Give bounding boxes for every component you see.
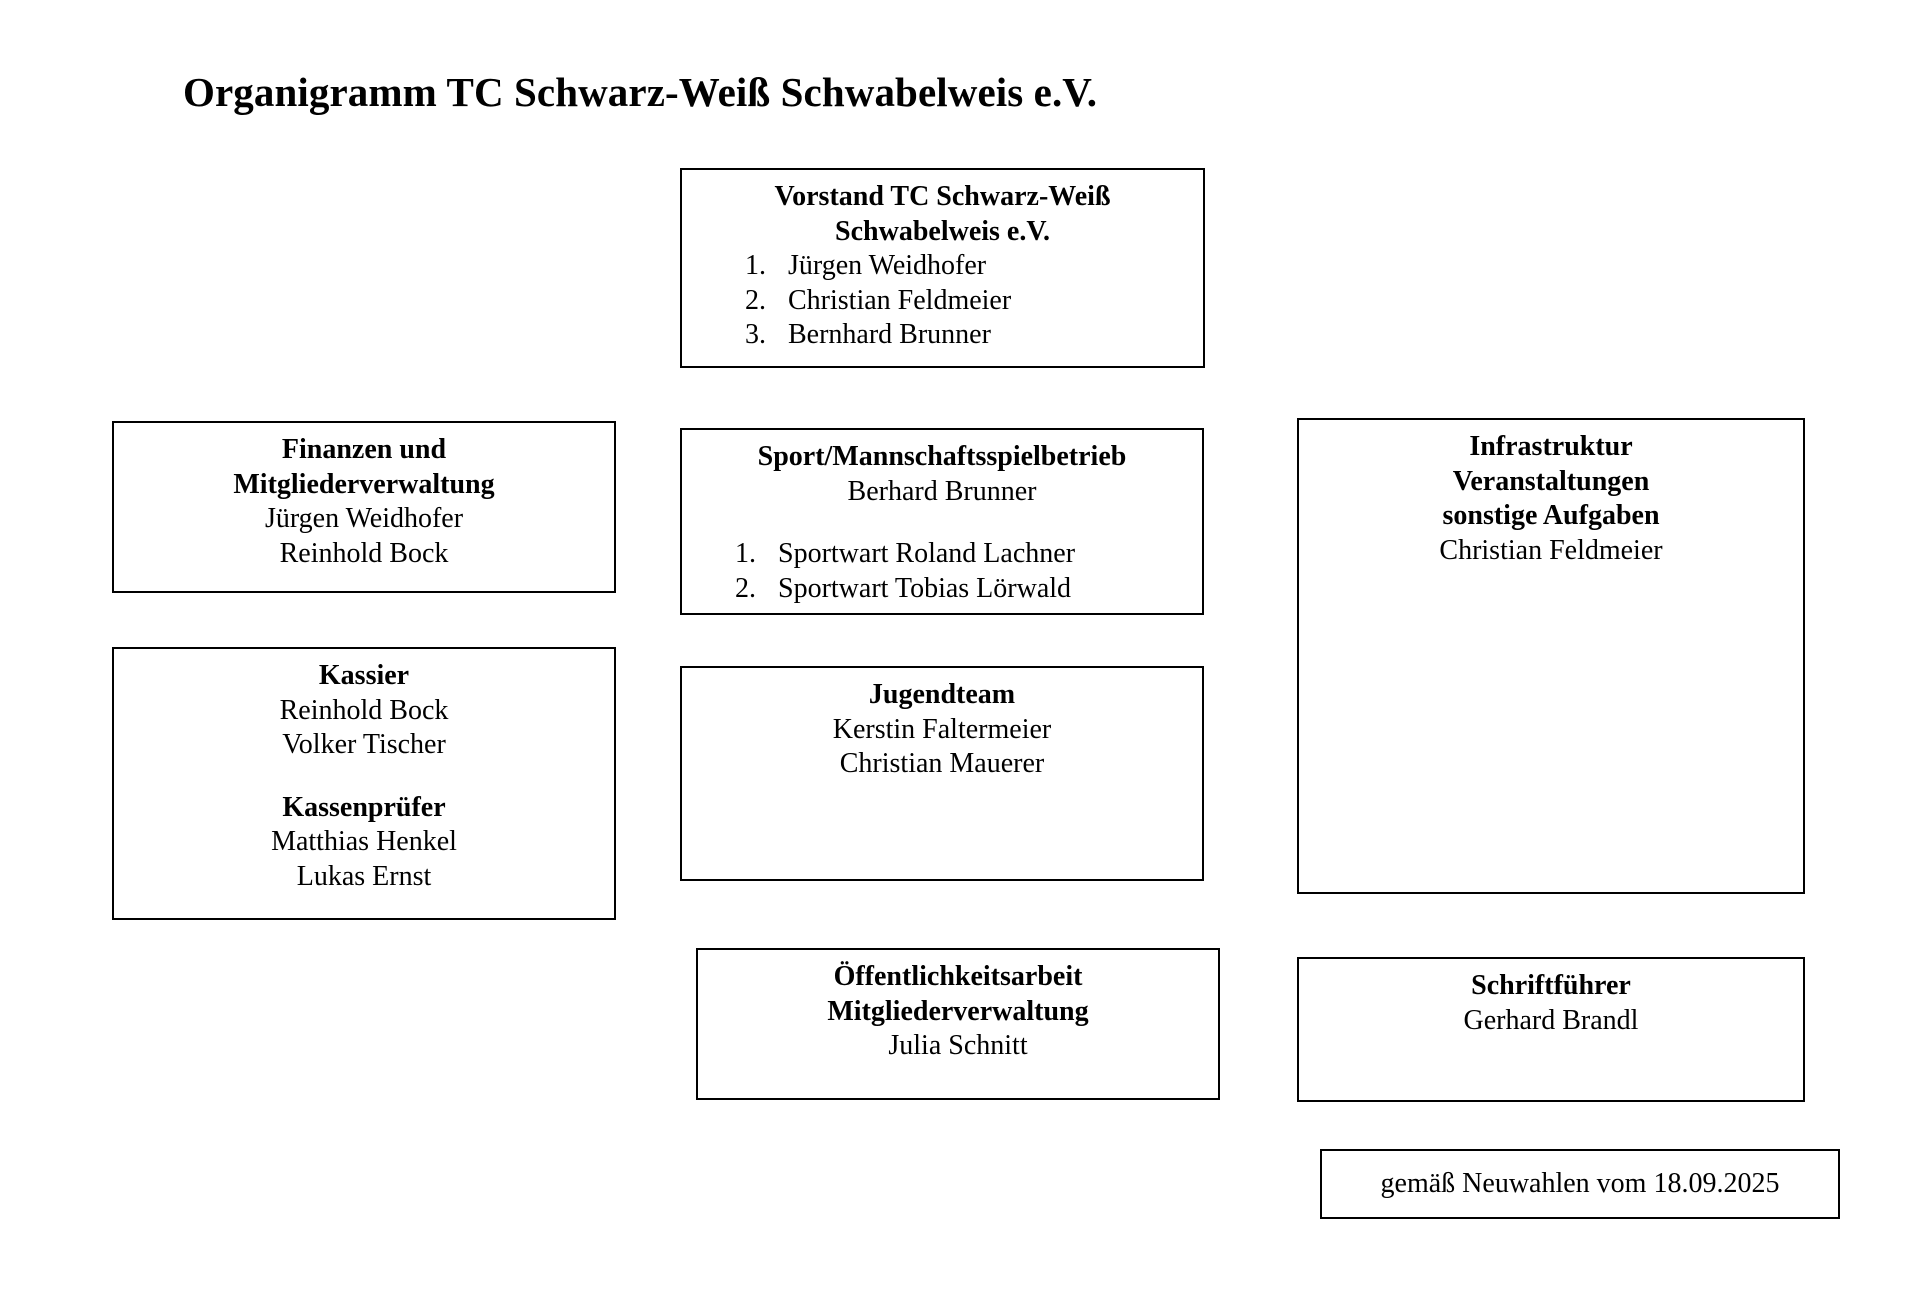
box-oeffentlichkeitsarbeit-heading-line2: Mitgliederverwaltung — [827, 995, 1089, 1027]
box-finanzen-mitgliederverwaltung: Finanzen und Mitgliederverwaltung Jürgen… — [112, 421, 616, 593]
list-item-number: 3. — [745, 319, 766, 351]
list-item: 2. Sportwart Tobias Lörwald — [734, 572, 1202, 607]
list-item-number: 2. — [735, 572, 756, 604]
list-item-number: 2. — [745, 284, 766, 316]
footer-note-text: gemäß Neuwahlen vom 18.09.2025 — [1380, 1167, 1780, 1199]
box-kassier-name-1: Reinhold Bock — [279, 694, 449, 726]
box-sport-mannschaftsspielbetrieb: Sport/Mannschaftsspielbetrieb Berhard Br… — [680, 428, 1204, 615]
box-footer-note: gemäß Neuwahlen vom 18.09.2025 — [1320, 1149, 1840, 1219]
box-infrastruktur-heading-line3: sonstige Aufgaben — [1442, 500, 1660, 532]
box-oeffentlichkeitsarbeit-name-1: Julia Schnitt — [888, 1030, 1028, 1062]
box-kassier-spacer — [114, 763, 614, 791]
box-jugendteam: Jugendteam Kerstin Faltermeier Christian… — [680, 666, 1204, 881]
box-sport-spacer — [682, 509, 1202, 537]
box-infrastruktur-name-1: Christian Feldmeier — [1439, 534, 1663, 566]
box-jugendteam-heading: Jugendteam — [868, 679, 1016, 710]
box-kassenpruefer-name-1: Matthias Henkel — [271, 826, 457, 858]
page-title: Organigramm TC Schwarz-Weiß Schwabelweis… — [183, 69, 1098, 115]
box-schriftfuehrer-heading: Schriftführer — [1471, 970, 1631, 1001]
box-vorstand-heading-line1: Vorstand TC Schwarz-Weiß — [774, 181, 1111, 212]
list-item-label: Sportwart Tobias Lörwald — [778, 572, 1072, 604]
box-kassenpruefer-heading: Kassenprüfer — [282, 791, 446, 823]
box-vorstand-list: 1. Jürgen Weidhofer 2. Christian Feldmeier… — [744, 249, 1203, 353]
box-sport-heading: Sport/Mannschaftsspielbetrieb — [757, 441, 1127, 472]
list-item: 1. Sportwart Roland Lachner — [734, 537, 1202, 572]
box-kassier-kassenpruefer: Kassier Reinhold Bock Volker Tischer Kas… — [112, 647, 616, 920]
box-sport-lead-name: Berhard Brunner — [847, 475, 1037, 507]
box-jugendteam-name-2: Christian Mauerer — [839, 748, 1045, 780]
list-item-label: Christian Feldmeier — [788, 284, 1012, 316]
box-vorstand-heading-line2: Schwabelweis e.V. — [835, 215, 1050, 247]
list-item-number: 1. — [735, 538, 756, 570]
box-infrastruktur-heading-line1: Infrastruktur — [1469, 431, 1633, 462]
list-item: 1. Jürgen Weidhofer — [744, 249, 1203, 284]
box-finanzen-name-1: Jürgen Weidhofer — [264, 503, 464, 535]
box-infrastruktur-heading-line2: Veranstaltungen — [1452, 465, 1650, 497]
box-vorstand: Vorstand TC Schwarz-Weiß Schwabelweis e.… — [680, 168, 1205, 368]
box-finanzen-heading-line2: Mitgliederverwaltung — [233, 468, 495, 500]
box-oeffentlichkeitsarbeit-heading-line1: Öffentlichkeitsarbeit — [833, 961, 1083, 992]
box-jugendteam-name-1: Kerstin Faltermeier — [832, 713, 1052, 745]
box-oeffentlichkeitsarbeit: Öffentlichkeitsarbeit Mitgliederverwaltu… — [696, 948, 1220, 1100]
list-item-label: Sportwart Roland Lachner — [778, 538, 1076, 570]
list-item-number: 1. — [745, 250, 766, 282]
box-kassier-heading: Kassier — [318, 660, 410, 691]
list-item-label: Bernhard Brunner — [788, 319, 991, 351]
list-item: 3. Bernhard Brunner — [744, 318, 1203, 353]
list-item-label: Jürgen Weidhofer — [788, 250, 987, 282]
box-kassier-name-2: Volker Tischer — [282, 729, 446, 761]
box-kassenpruefer-name-2: Lukas Ernst — [296, 860, 432, 892]
box-schriftfuehrer-name-1: Gerhard Brandl — [1463, 1004, 1639, 1036]
box-finanzen-name-2: Reinhold Bock — [279, 537, 449, 569]
box-infrastruktur: Infrastruktur Veranstaltungen sonstige A… — [1297, 418, 1805, 894]
box-finanzen-heading-line1: Finanzen und — [281, 434, 447, 465]
box-schriftfuehrer: Schriftführer Gerhard Brandl — [1297, 957, 1805, 1102]
list-item: 2. Christian Feldmeier — [744, 284, 1203, 319]
box-sport-list: 1. Sportwart Roland Lachner 2. Sportwart T… — [734, 537, 1202, 606]
